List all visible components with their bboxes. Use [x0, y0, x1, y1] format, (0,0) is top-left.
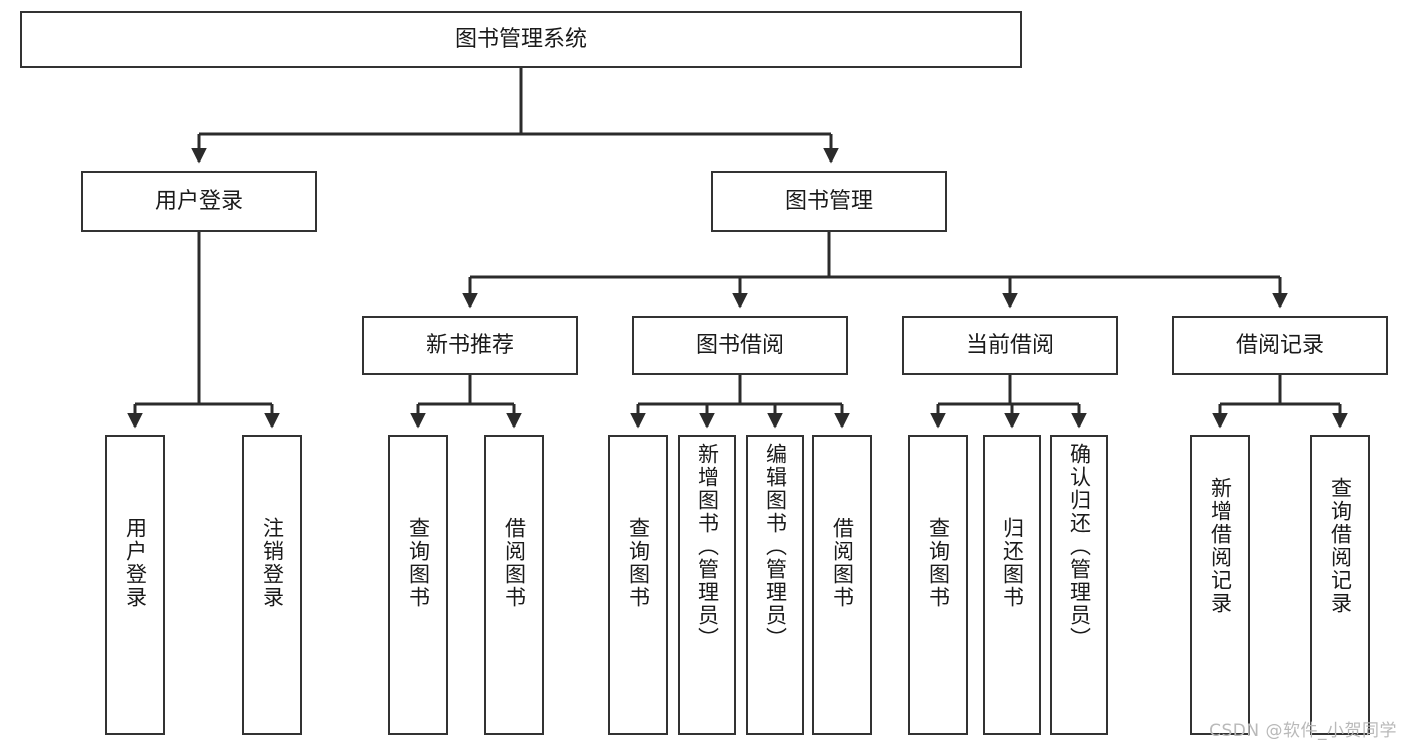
node-leaf-confirm-return-label: 确认归还（管理员） [1067, 443, 1092, 650]
node-leaf-add-book-label: 新增图书（管理员） [695, 443, 720, 650]
node-leaf-add-book[interactable]: 新增图书（管理员） [678, 435, 736, 735]
node-leaf-query-book-2-label: 查询图书 [626, 517, 651, 609]
node-leaf-query-book-3[interactable]: 查询图书 [908, 435, 968, 735]
node-leaf-edit-book-label: 编辑图书（管理员） [763, 443, 788, 650]
node-current-borrow-label: 当前借阅 [965, 332, 1054, 358]
node-book-borrow-label: 图书借阅 [695, 332, 784, 358]
node-leaf-query-book-1[interactable]: 查询图书 [388, 435, 448, 735]
node-leaf-return-book[interactable]: 归还图书 [983, 435, 1041, 735]
node-leaf-query-record[interactable]: 查询借阅记录 [1310, 435, 1370, 735]
node-user-login[interactable]: 用户登录 [81, 171, 317, 232]
node-leaf-borrow-book-2-label: 借阅图书 [830, 517, 855, 609]
node-leaf-query-book-3-label: 查询图书 [926, 517, 951, 609]
node-leaf-edit-book[interactable]: 编辑图书（管理员） [746, 435, 804, 735]
node-root[interactable]: 图书管理系统 [20, 11, 1022, 68]
node-leaf-logout[interactable]: 注销登录 [242, 435, 302, 735]
node-leaf-add-record-label: 新增借阅记录 [1208, 477, 1233, 615]
node-borrow-record-label: 借阅记录 [1235, 332, 1324, 358]
csdn-watermark: CSDN @软件_小贺同学 [1209, 721, 1397, 741]
node-leaf-add-record[interactable]: 新增借阅记录 [1190, 435, 1250, 735]
node-leaf-query-book-2[interactable]: 查询图书 [608, 435, 668, 735]
node-leaf-logout-label: 注销登录 [260, 517, 285, 609]
node-leaf-user-login-label: 用户登录 [123, 517, 148, 609]
node-new-book-rec-label: 新书推荐 [425, 332, 514, 358]
node-current-borrow[interactable]: 当前借阅 [902, 316, 1118, 375]
node-borrow-record[interactable]: 借阅记录 [1172, 316, 1388, 375]
node-leaf-query-record-label: 查询借阅记录 [1328, 477, 1353, 615]
node-leaf-borrow-book-2[interactable]: 借阅图书 [812, 435, 872, 735]
node-leaf-borrow-book-1[interactable]: 借阅图书 [484, 435, 544, 735]
node-user-login-label: 用户登录 [154, 188, 243, 214]
node-root-label: 图书管理系统 [454, 26, 587, 52]
node-leaf-user-login[interactable]: 用户登录 [105, 435, 165, 735]
node-new-book-rec[interactable]: 新书推荐 [362, 316, 578, 375]
node-book-manage-label: 图书管理 [784, 188, 873, 214]
node-leaf-return-book-label: 归还图书 [1000, 517, 1025, 609]
node-book-manage[interactable]: 图书管理 [711, 171, 947, 232]
node-book-borrow[interactable]: 图书借阅 [632, 316, 848, 375]
node-leaf-borrow-book-1-label: 借阅图书 [502, 517, 527, 609]
node-leaf-confirm-return[interactable]: 确认归还（管理员） [1050, 435, 1108, 735]
node-leaf-query-book-1-label: 查询图书 [406, 517, 431, 609]
